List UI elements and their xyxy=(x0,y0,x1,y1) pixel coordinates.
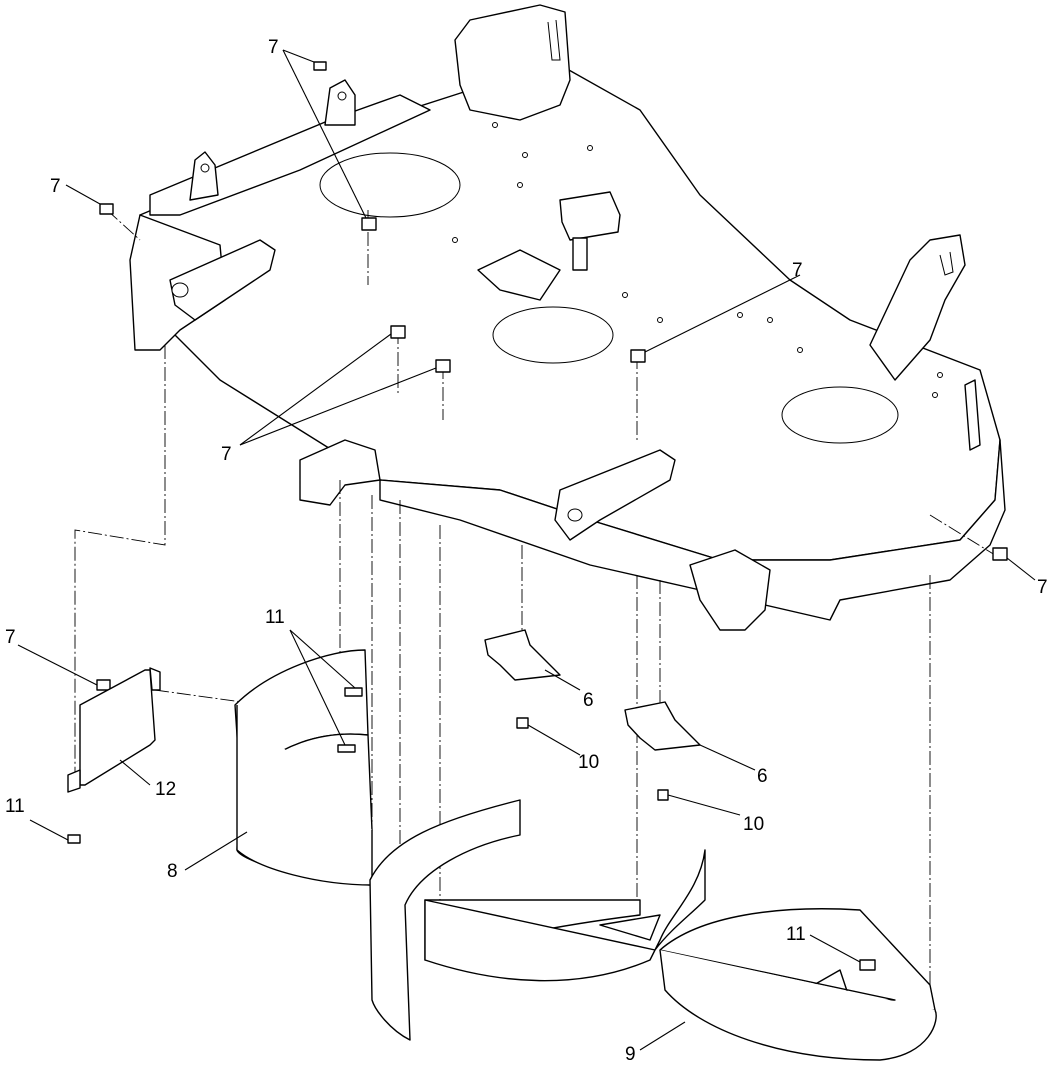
nut xyxy=(390,325,406,339)
deck-upright-right xyxy=(869,234,966,381)
bolts xyxy=(67,687,876,971)
bolt xyxy=(337,744,356,753)
nut xyxy=(96,679,111,691)
deck-upright-left xyxy=(454,4,571,121)
bracket xyxy=(624,701,701,751)
callout-12: 12 xyxy=(155,779,176,800)
bolt xyxy=(344,687,363,697)
callout-6-second: 6 xyxy=(757,766,768,787)
callout-10-second: 10 xyxy=(743,814,764,835)
idler-bracket xyxy=(559,191,621,241)
nut xyxy=(992,547,1008,561)
bolt xyxy=(657,789,669,801)
callout-11-baffle: 11 xyxy=(265,607,285,628)
front-mount-right xyxy=(689,549,771,631)
side-plate xyxy=(67,667,161,793)
callout-7-side-plate: 7 xyxy=(5,627,16,648)
pulley-mount xyxy=(477,249,561,301)
nut xyxy=(99,203,114,215)
callout-11-right: 11 xyxy=(786,924,806,945)
callout-7-right: 7 xyxy=(792,260,803,281)
callout-6-first: 6 xyxy=(583,690,594,711)
nut xyxy=(435,359,451,373)
bolt xyxy=(859,959,876,971)
callout-10-first: 10 xyxy=(578,752,599,773)
deck-front-skirt xyxy=(379,439,1006,621)
callout-7-top: 7 xyxy=(268,37,279,58)
callout-11-side-plate: 11 xyxy=(5,796,25,817)
spindle-opening-center xyxy=(492,306,614,364)
nut xyxy=(630,349,646,363)
baffle-center-right xyxy=(369,799,937,1061)
front-mount-left xyxy=(299,439,381,506)
nut xyxy=(361,217,377,231)
nut xyxy=(313,61,327,71)
leader-lines xyxy=(17,49,1036,1051)
deck-right-guard xyxy=(964,379,981,451)
deck-rear-tab-right xyxy=(324,79,356,126)
callout-7-far-right: 7 xyxy=(1037,577,1048,598)
front-pivot-arm xyxy=(554,449,676,541)
callout-labels: 7 7 7 7 7 7 11 6 10 6 10 12 11 8 11 9 xyxy=(5,37,1048,1065)
callout-7-center: 7 xyxy=(221,444,232,465)
spindle-opening-right xyxy=(781,386,899,444)
callout-7-left: 7 xyxy=(50,176,61,197)
mounting-brackets xyxy=(484,629,701,751)
bolt xyxy=(516,717,529,729)
spindle-opening-left xyxy=(319,152,461,218)
baffle-left xyxy=(234,649,373,886)
callout-9: 9 xyxy=(625,1044,636,1065)
deck-rear-tab-left xyxy=(189,151,219,201)
bolt xyxy=(67,834,81,844)
callout-8: 8 xyxy=(167,861,178,882)
mower-deck xyxy=(129,4,1006,631)
deck-left-pivot xyxy=(169,239,276,321)
bracket xyxy=(484,629,561,681)
lock-nuts xyxy=(96,61,1008,691)
